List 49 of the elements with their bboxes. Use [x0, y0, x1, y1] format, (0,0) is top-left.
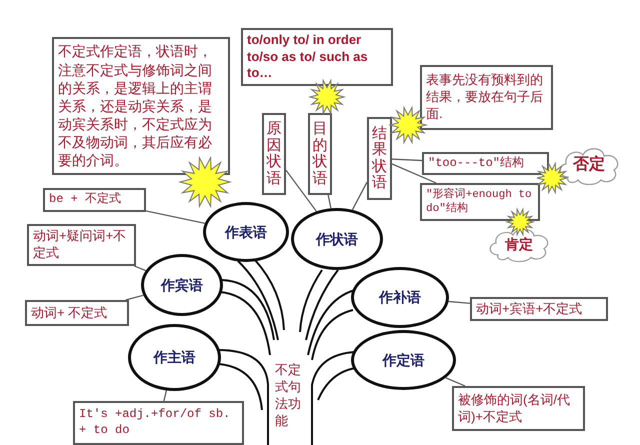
node-text: "too---to"结构	[427, 156, 526, 172]
node-text: 目的状语	[312, 121, 328, 187]
label-box	[262, 113, 286, 195]
node-text: 动词+疑问词+不定式	[32, 228, 128, 262]
node-text: "形容词+enough to do"结构	[425, 188, 533, 216]
label-box	[422, 152, 549, 175]
node-text: 表事先没有预料到的结果，要放在句子后面.	[425, 72, 544, 123]
node-text: It's +adj.+for/of sb. + to do	[78, 407, 232, 439]
node-text: 作主语	[152, 348, 196, 367]
label-box	[27, 224, 136, 266]
node-text: 结果状语	[372, 126, 387, 192]
node-text: 作补语	[378, 288, 422, 307]
node-text: 动词+ 不定式	[30, 304, 108, 322]
node-text: 原因状语	[266, 121, 282, 187]
node-text: 作定语	[381, 350, 426, 370]
connector-line	[328, 194, 332, 208]
node-text: to/only to/ in order to/so as to/ such as to…	[246, 32, 369, 82]
connector-line	[392, 163, 436, 184]
label-box	[452, 386, 585, 431]
label-box	[73, 401, 244, 445]
node-text: 作表语	[224, 222, 268, 242]
node-text: be + 不定式	[48, 192, 122, 208]
node-text: 作宾语	[160, 276, 204, 294]
label-box	[420, 183, 540, 221]
node-text: 肯定	[504, 234, 534, 254]
connector-line	[146, 210, 205, 224]
trunk-label: 不定式句法功能	[275, 362, 301, 430]
connector-line	[126, 294, 144, 301]
connector-line	[448, 300, 470, 304]
note-box	[52, 37, 230, 175]
function-ellipse	[203, 202, 289, 262]
node-text: 作状语	[314, 230, 359, 248]
note-box	[420, 65, 553, 130]
label-box	[367, 117, 392, 200]
connector-line	[445, 377, 466, 387]
node-text: 被修饰的词(名词/代词)+不定式	[457, 392, 571, 426]
connector-line	[163, 390, 167, 402]
node-text: 否定	[572, 154, 606, 175]
label-box	[43, 188, 146, 212]
connector-line	[134, 265, 146, 272]
connector-line	[392, 158, 422, 162]
connector-line	[286, 170, 317, 212]
node-text: 动词+宾语+不定式	[475, 300, 584, 318]
label-box	[308, 113, 332, 195]
label-box	[25, 300, 129, 326]
connector-line	[352, 182, 368, 210]
node-text: 不定式作定语，状语时，注意不定式与修饰词之间的关系，是逻辑上的主谓关系，还是动宾关系，是动宾关系时，不定式应为不及物动词，其后应有必要的介词。	[57, 42, 213, 170]
note-box	[241, 28, 393, 86]
label-box	[470, 297, 608, 321]
